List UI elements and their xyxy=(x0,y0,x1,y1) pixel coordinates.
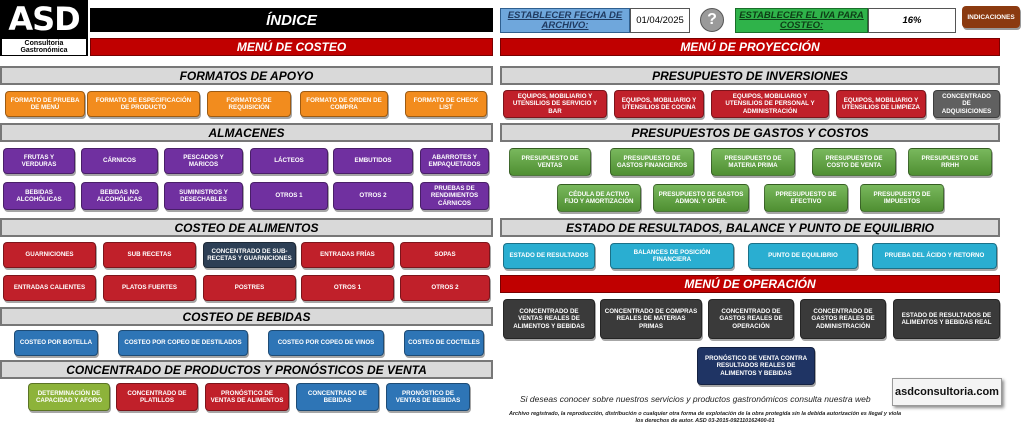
btn-pescados-maricos[interactable]: PESCADOS Y MARICOS xyxy=(164,148,243,174)
section-costeo-alimentos: COSTEO DE ALIMENTOS xyxy=(0,218,493,237)
btn-formato-especificacion[interactable]: FORMATO DE ESPECIFICACIÓN DE PRODUCTO xyxy=(87,91,200,117)
btn-lacteos[interactable]: LÁCTEOS xyxy=(250,148,328,174)
section-concentrado-pronosticos: CONCENTRADO DE PRODUCTOS Y PRONÓSTICOS D… xyxy=(0,360,493,379)
btn-entradas-calientes[interactable]: ENTRADAS CALIENTES xyxy=(3,275,96,301)
btn-concentrado-sub-recetas[interactable]: CONCENTRADO DE SUB-RECETAS Y GUARNICIONE… xyxy=(203,242,296,268)
menu-operacion-title: MENÚ DE OPERACIÓN xyxy=(500,275,1000,293)
btn-estado-resultados[interactable]: ESTADO DE RESULTADOS xyxy=(503,243,595,269)
logo-subtitle: Consultoria Gastronómica xyxy=(2,38,86,55)
btn-gastos-administracion-reales[interactable]: CONCENTRADO DE GASTOS REALES DE ADMINIST… xyxy=(800,299,886,339)
btn-gastos-operacion-reales[interactable]: CONCENTRADO DE GASTOS REALES DE OPERACIÓ… xyxy=(708,299,794,339)
menu-costeo-title: MENÚ DE COSTEO xyxy=(90,38,493,56)
btn-concentrado-platillos[interactable]: CONCENTRADO DE PLATILLOS xyxy=(116,383,198,411)
btn-bebidas-alcoholicas[interactable]: BEBIDAS ALCOHÓLICAS xyxy=(3,182,75,210)
btn-formato-prueba-menu[interactable]: FORMATO DE PRUEBA DE MENÚ xyxy=(5,91,85,117)
btn-sub-recetas[interactable]: SUB RECETAS xyxy=(103,242,196,268)
section-costeo-bebidas: COSTEO DE BEBIDAS xyxy=(0,307,493,326)
btn-almacen-otros-2[interactable]: OTROS 2 xyxy=(333,182,413,210)
btn-equipos-cocina[interactable]: EQUIPOS, MOBILIARIO Y UTENSILIOS DE COCI… xyxy=(614,90,704,118)
btn-pruebas-rendimientos[interactable]: PRUEBAS DE RENDIMIENTOS CÁRNICOS xyxy=(420,182,489,210)
help-icon[interactable]: ? xyxy=(700,8,724,32)
btn-pronostico-bebidas[interactable]: PRONÓSTICO DE VENTAS DE BEBIDAS xyxy=(386,383,470,411)
btn-costeo-destilados[interactable]: COSTEO POR COPEO DE DESTILADOS xyxy=(118,330,248,356)
btn-abarrotes[interactable]: ABARROTES Y EMPAQUETADOS xyxy=(420,148,489,174)
btn-carnicos[interactable]: CÁRNICOS xyxy=(81,148,158,174)
btn-platos-fuertes[interactable]: PLATOS FUERTES xyxy=(103,275,196,301)
btn-equipos-servicio-bar[interactable]: EQUIPOS, MOBILIARIO Y UTENSILIOS DE SERV… xyxy=(503,90,607,118)
btn-estado-resultados-real[interactable]: ESTADO DE RESULTADOS DE ALIMENTOS Y BEBI… xyxy=(893,299,1000,339)
indicaciones-button[interactable]: INDICACIONES xyxy=(962,6,1020,28)
btn-pronostico-alimentos[interactable]: PRONÓSTICO DE VENTAS DE ALIMENTOS xyxy=(205,383,289,411)
legal-notice: Archivo registrado, la reproducción, dis… xyxy=(508,410,902,424)
btn-capacidad-aforo[interactable]: DETERMINACIÓN DE CAPACIDAD Y AFORO xyxy=(28,383,110,411)
btn-guarniciones[interactable]: GUARNICIONES xyxy=(3,242,96,268)
section-estado-resultados: ESTADO DE RESULTADOS, BALANCE Y PUNTO DE… xyxy=(500,218,1000,237)
btn-entradas-frias[interactable]: ENTRADAS FRÍAS xyxy=(301,242,394,268)
date-label: ESTABLECER FECHA DE ARCHIVO: xyxy=(500,8,630,33)
asd-logo: ASD Consultoria Gastronómica xyxy=(0,0,88,56)
btn-compras-reales[interactable]: CONCENTRADO DE COMPRAS REALES DE MATERIA… xyxy=(600,299,702,339)
iva-field[interactable]: 16% xyxy=(868,8,956,33)
btn-gastos-financieros[interactable]: PRESUPUESTO DE GASTOS FINANCIEROS xyxy=(610,148,694,176)
btn-embutidos[interactable]: EMBUTIDOS xyxy=(333,148,413,174)
btn-equipos-personal[interactable]: EQUIPOS, MOBILIARIO Y UTENSILIOS DE PERS… xyxy=(711,90,829,118)
btn-formato-orden-compra[interactable]: FORMATO DE ORDEN DE COMPRA xyxy=(300,91,388,117)
section-formatos: FORMATOS DE APOYO xyxy=(0,66,493,85)
btn-suministros[interactable]: SUMINISTROS Y DESECHABLES xyxy=(164,182,243,210)
btn-equipos-limpieza[interactable]: EQUIPOS, MOBILIARIO Y UTENSILIOS DE LIMP… xyxy=(836,90,926,118)
btn-almacen-otros-1[interactable]: OTROS 1 xyxy=(250,182,328,210)
btn-gastos-admon[interactable]: PRESUPUESTO DE GASTOS ADMON. Y OPER. xyxy=(653,184,749,212)
btn-presupuesto-ventas[interactable]: PRESUPUESTO DE VENTAS xyxy=(509,148,591,176)
btn-frutas-verduras[interactable]: FRUTAS Y VERDURAS xyxy=(3,148,75,174)
section-presupuestos-gastos: PRESUPUESTOS DE GASTOS Y COSTOS xyxy=(500,123,1000,142)
btn-formato-check-list[interactable]: FORMATO DE CHECK LIST xyxy=(405,91,487,117)
btn-costo-venta[interactable]: PRESUPUESTO DE COSTO DE VENTA xyxy=(812,148,896,176)
btn-presupuesto-impuestos[interactable]: PRESUPUESTO DE IMPUESTOS xyxy=(860,184,944,212)
btn-prueba-acido[interactable]: PRUEBA DEL ÁCIDO Y RETORNO xyxy=(872,243,997,269)
btn-sopas[interactable]: SOPAS xyxy=(400,242,490,268)
btn-punto-equilibrio[interactable]: PUNTO DE EQUILIBRIO xyxy=(748,243,858,269)
btn-postres[interactable]: POSTRES xyxy=(203,275,296,301)
iva-label: ESTABLECER EL IVA PARA COSTEO: xyxy=(735,8,868,33)
btn-ventas-reales[interactable]: CONCENTRADO DE VENTAS REALES DE ALIMENTO… xyxy=(503,299,595,339)
btn-alimentos-otros-2[interactable]: OTROS 2 xyxy=(400,275,490,301)
btn-materia-prima[interactable]: PRESUPUESTO DE MATERIA PRIMA xyxy=(711,148,795,176)
page-title: ÍNDICE xyxy=(90,8,493,32)
info-text: Si deseas conocer sobre nuestros servici… xyxy=(520,394,871,404)
btn-presupuesto-efectivo[interactable]: PPRESUPUESTO DE EFECTIVO xyxy=(764,184,848,212)
section-presupuesto-inversiones: PRESUPUESTO DE INVERSIONES xyxy=(500,66,1000,85)
btn-concentrado-adquisiciones[interactable]: CONCENTRADO DE ADQUISICIONES xyxy=(933,90,1000,118)
btn-costeo-cocteles[interactable]: COSTEO DE COCTELES xyxy=(404,330,484,356)
btn-alimentos-otros-1[interactable]: OTROS 1 xyxy=(301,275,394,301)
date-field[interactable]: 01/04/2025 xyxy=(630,8,690,33)
btn-balances-posicion[interactable]: BALANCES DE POSICIÓN FINANCIERA xyxy=(610,243,734,269)
btn-presupuesto-rrhh[interactable]: PRESUPUESTO DE RRHH xyxy=(908,148,992,176)
btn-costeo-botella[interactable]: COSTEO POR BOTELLA xyxy=(14,330,98,356)
logo-mark: ASD xyxy=(8,0,80,38)
btn-cedula-activo-fijo[interactable]: CÉDULA DE ACTIVO FIJO Y AMORTIZACIÓN xyxy=(557,184,641,212)
btn-formatos-requisicion[interactable]: FORMATOS DE REQUISICIÓN xyxy=(207,91,291,117)
menu-proyeccion-title: MENÚ DE PROYECCIÓN xyxy=(500,38,1000,56)
btn-costeo-vinos[interactable]: COSTEO POR COPEO DE VINOS xyxy=(268,330,384,356)
btn-concentrado-bebidas[interactable]: CONCENTRADO DE BEBIDAS xyxy=(296,383,379,411)
section-almacenes: ALMACENES xyxy=(0,123,493,142)
btn-pronostico-vs-real[interactable]: PRONÓSTICO DE VENTA CONTRA RESULTADOS RE… xyxy=(697,347,815,385)
website-button[interactable]: asdconsultoria.com xyxy=(892,378,1002,406)
btn-bebidas-no-alcoholicas[interactable]: BEBIDAS NO ALCOHÓLICAS xyxy=(81,182,158,210)
